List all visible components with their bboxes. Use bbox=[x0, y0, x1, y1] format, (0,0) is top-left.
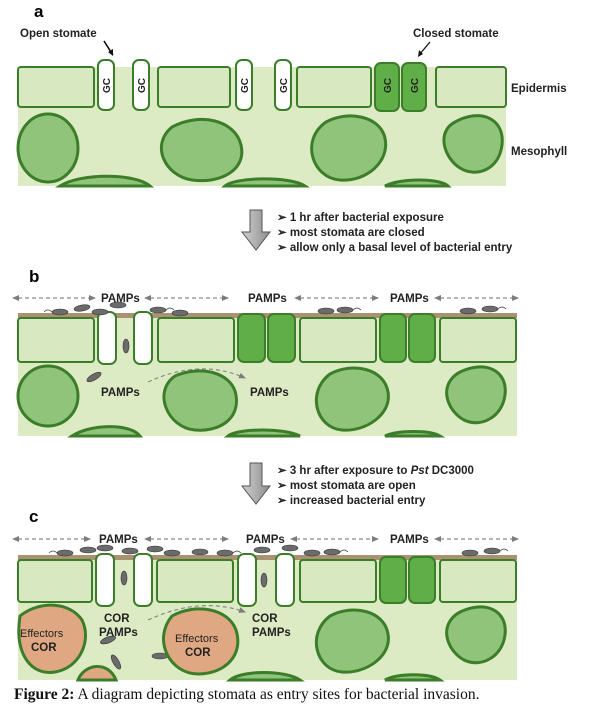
effectors-label: Effectors bbox=[20, 628, 64, 640]
open-stomate-label: Open stomate bbox=[20, 28, 97, 40]
transition-2-line-1: ➢ 3 hr after exposure to Pst DC3000 bbox=[277, 465, 474, 477]
epidermis-row bbox=[17, 553, 517, 607]
panel-c: c PAMPs PAMPs PAMPs bbox=[12, 507, 519, 682]
transition-1-line-2: ➢ most stomata are closed bbox=[277, 227, 425, 239]
bacteria bbox=[40, 544, 501, 670]
cor-label: COR bbox=[31, 642, 57, 654]
figure-label: Figure 2: bbox=[14, 686, 75, 703]
pamps-label: PAMPs bbox=[252, 627, 291, 639]
pamps-label: PAMPs bbox=[390, 293, 429, 305]
down-arrow-icon bbox=[240, 209, 272, 251]
pamps-arrow bbox=[147, 368, 246, 383]
figure-caption-text: A diagram depicting stomata as entry sit… bbox=[74, 686, 480, 703]
mesophyll-cells bbox=[16, 112, 504, 188]
bacteria bbox=[51, 301, 499, 383]
epidermis-label: Epidermis bbox=[511, 83, 567, 95]
pamps-label: PAMPs bbox=[101, 293, 140, 305]
epidermis-row bbox=[17, 59, 507, 112]
figure-caption: Figure 2: A diagram depicting stomata as… bbox=[14, 686, 584, 704]
epidermis-row bbox=[17, 311, 517, 365]
pamps-label: PAMPs bbox=[248, 293, 287, 305]
mesophyll-cells bbox=[16, 364, 507, 438]
down-arrow-icon bbox=[240, 462, 272, 505]
cor-label: COR bbox=[252, 613, 278, 625]
pamps-label: PAMPs bbox=[99, 534, 138, 546]
cor-label: COR bbox=[185, 647, 211, 659]
panel-b-letter: b bbox=[29, 267, 39, 286]
transition-2-line-2: ➢ most stomata are open bbox=[277, 480, 416, 492]
pamps-label: PAMPs bbox=[250, 387, 289, 399]
guard-cell-labels: GC GC GC GC GC GC bbox=[102, 78, 421, 93]
pamps-label: PAMPs bbox=[390, 534, 429, 546]
cor-label: COR bbox=[104, 613, 130, 625]
effectors-label: Effectors bbox=[175, 633, 219, 645]
svg-text:GC: GC bbox=[137, 78, 148, 93]
panel-a: a Open stomate Closed stomate GC GC bbox=[16, 2, 567, 188]
svg-text:GC: GC bbox=[279, 78, 290, 93]
transition-1: ➢ 1 hr after bacterial exposure ➢ most s… bbox=[240, 209, 513, 254]
mesophyll-label: Mesophyll bbox=[511, 146, 567, 158]
closed-stomate-label: Closed stomate bbox=[413, 28, 499, 40]
pamps-label: PAMPs bbox=[101, 387, 140, 399]
cuticle bbox=[18, 313, 517, 318]
cuticle bbox=[18, 555, 517, 560]
transition-1-line-1: ➢ 1 hr after bacterial exposure bbox=[277, 212, 444, 224]
pamps-label: PAMPs bbox=[246, 534, 285, 546]
infected-cell bbox=[162, 607, 240, 676]
svg-text:GC: GC bbox=[383, 78, 394, 93]
transition-2: ➢ 3 hr after exposure to Pst DC3000 ➢ mo… bbox=[240, 462, 474, 507]
infected-cell bbox=[75, 665, 119, 682]
infected-cell bbox=[17, 603, 88, 674]
transition-2-line-3: ➢ increased bacterial entry bbox=[277, 495, 426, 507]
panel-b: b PAMPs PAMPs PAMPs bbox=[12, 267, 519, 438]
panel-c-letter: c bbox=[29, 507, 38, 526]
svg-text:GC: GC bbox=[410, 78, 421, 93]
svg-text:GC: GC bbox=[102, 78, 113, 93]
mesophyll-cells bbox=[17, 603, 507, 682]
svg-text:GC: GC bbox=[240, 78, 251, 93]
transition-1-line-3: ➢ allow only a basal level of bacterial … bbox=[277, 242, 513, 254]
panel-a-letter: a bbox=[34, 2, 44, 21]
pamps-label: PAMPs bbox=[99, 627, 138, 639]
bacteria-flagella bbox=[43, 306, 507, 313]
cor-pamps-arrow bbox=[147, 605, 246, 621]
